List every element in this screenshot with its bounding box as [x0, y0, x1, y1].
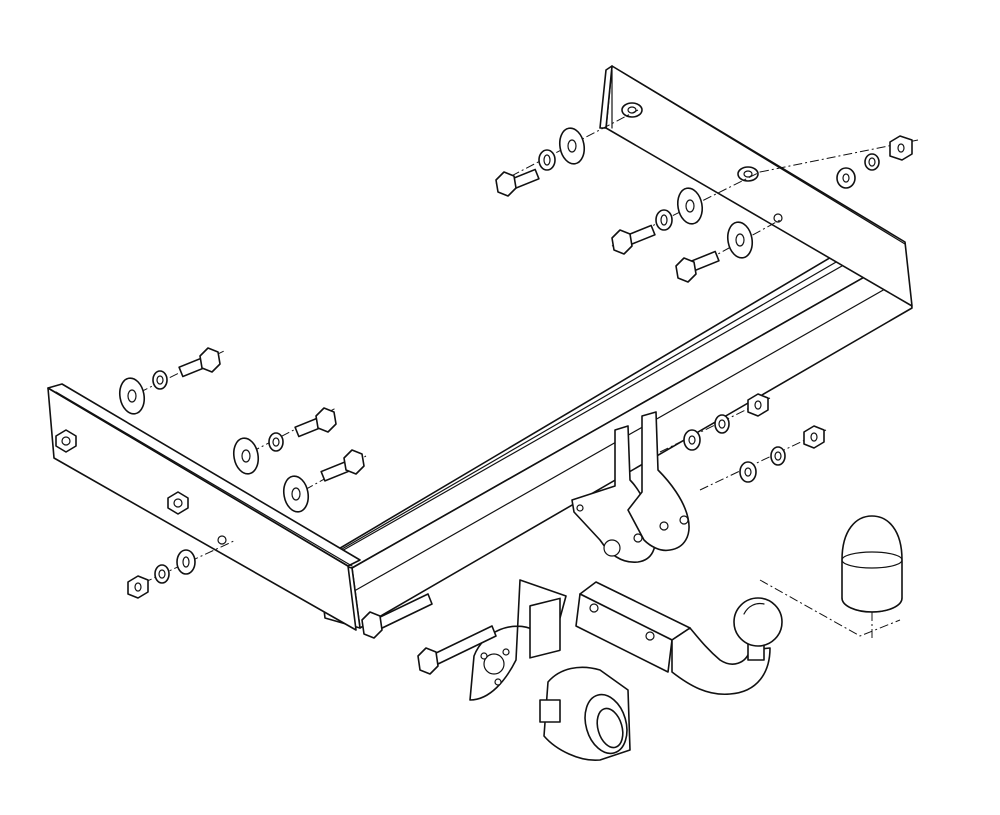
washer-top-2	[676, 187, 704, 225]
socket-plate	[469, 579, 567, 701]
electrical-socket	[539, 666, 631, 761]
lock-washer-left-bottom	[154, 564, 170, 584]
lock-washer-bracket-1	[714, 414, 730, 434]
nut-right-1	[889, 135, 913, 161]
nut-bracket-1	[747, 393, 769, 417]
nut-bracket-2	[803, 425, 825, 449]
washer-left-bottom	[176, 549, 196, 575]
weld-nut-upper	[621, 102, 643, 118]
bolt-top-3	[675, 250, 720, 283]
weld-nut-left-2	[167, 491, 189, 515]
tow-ball	[733, 597, 783, 661]
weld-nut-lower	[737, 166, 759, 182]
lock-washer-left-2	[268, 432, 284, 452]
lock-washer-right-1	[864, 153, 880, 171]
washer-top-3	[726, 221, 754, 259]
bolt-top-1	[495, 168, 540, 197]
lock-washer-left-1	[152, 370, 168, 390]
tow-ball-cover	[841, 515, 903, 613]
bracket-plate	[571, 411, 690, 563]
lock-washer-top-2	[655, 209, 673, 231]
left-mounting-plate	[47, 383, 361, 631]
washer-left-2	[232, 437, 260, 475]
lock-washer-bracket-2	[770, 446, 786, 466]
washer-left-1	[118, 377, 146, 415]
tow-ball-arm	[575, 581, 771, 696]
washer-right-1	[836, 167, 856, 189]
washer-left-3	[282, 475, 310, 513]
washer-bracket-1	[683, 429, 701, 451]
bolt-left-2	[294, 407, 337, 438]
right-mounting-plate	[599, 65, 913, 307]
washer-top-1	[558, 127, 586, 165]
bolt-left-1	[178, 347, 221, 378]
washer-bracket-2	[739, 461, 757, 483]
long-bolt-bottom	[417, 625, 497, 675]
crossbar-tube	[317, 239, 913, 629]
lock-washer-top-1	[538, 149, 556, 171]
weld-nut-left-1	[55, 429, 77, 453]
bolt-top-2	[611, 224, 656, 255]
long-bolt-top	[361, 593, 433, 639]
nut-left-bottom	[127, 575, 149, 599]
bolt-left-3	[320, 449, 365, 482]
